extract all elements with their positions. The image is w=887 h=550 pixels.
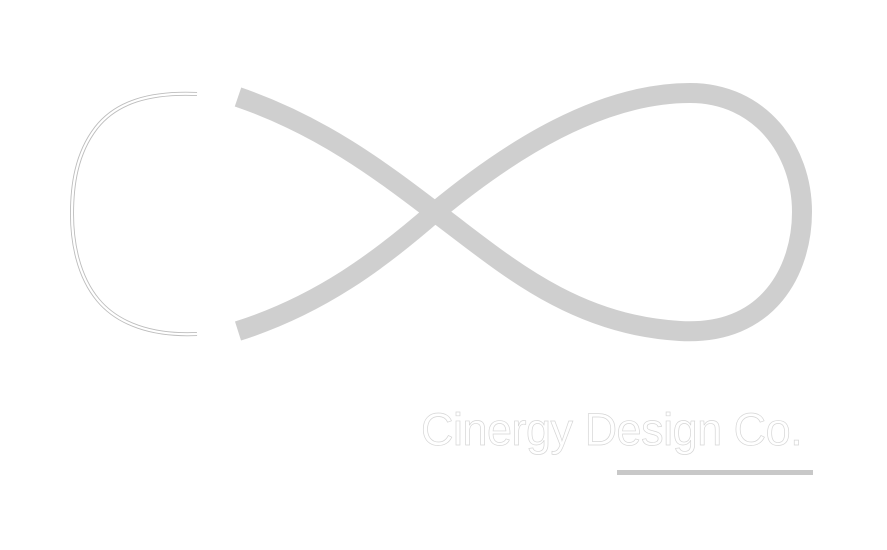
infinity-loop-shape (234, 83, 812, 342)
brand-wordmark: Cinergy Design Co. (421, 404, 803, 456)
c-letter-shape (69, 91, 198, 337)
c-letter-fill (70, 92, 198, 336)
wordmark-underline (617, 470, 813, 475)
